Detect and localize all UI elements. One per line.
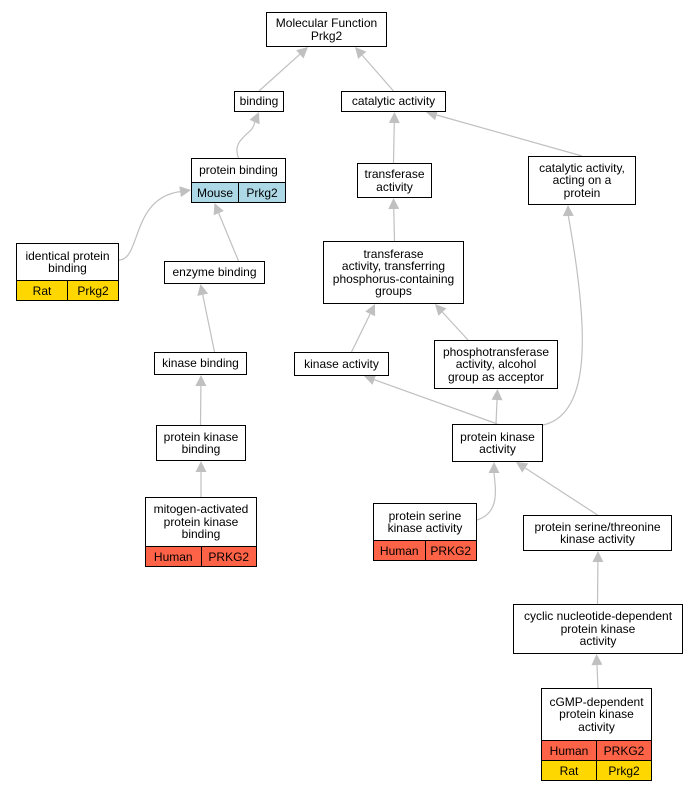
term-label: cyclic nucleotide-dependent protein kina… <box>523 609 673 649</box>
edge-arrowhead <box>213 203 224 216</box>
term-label: Molecular Function Prkg2 <box>275 16 378 43</box>
term-node-catalytic[interactable]: catalytic activity <box>341 91 446 112</box>
term-label: mitogen-activated protein kinase binding <box>153 502 249 542</box>
edge-arrowhead <box>195 375 207 387</box>
edge-arrowhead <box>249 112 260 125</box>
term-node-mapk-binding[interactable]: mitogen-activated protein kinase binding… <box>145 497 257 567</box>
term-node-binding[interactable]: binding <box>234 91 284 112</box>
term-label: cGMP-dependent protein kinase activity <box>549 694 644 734</box>
edge-protein-kinase-activity-to-kinase-activity <box>374 379 498 425</box>
edge-arrowhead <box>355 47 367 59</box>
edge-catalytic-to-root <box>361 54 394 92</box>
term-node-protein-kinase-activity[interactable]: protein kinase activity <box>452 424 543 462</box>
annotation-row-rat: Rat Prkg2 <box>17 280 118 300</box>
annotation-row-human: Human PRKG2 <box>374 540 476 560</box>
gene-label: Prkg2 <box>238 183 285 202</box>
term-label: enzyme binding <box>172 265 257 280</box>
edge-kinase-binding-to-enzyme-binding <box>202 294 216 353</box>
edge-enzyme-binding-to-protein-binding <box>218 212 240 262</box>
edge-arrowhead <box>562 205 574 217</box>
term-label: kinase binding <box>162 356 239 371</box>
gene-label: PRKG2 <box>200 547 257 566</box>
annotation-row-human: Human PRKG2 <box>146 546 256 566</box>
edge-arrowhead <box>365 304 376 317</box>
term-label: protein serine/threonine kinase activity <box>534 519 661 546</box>
term-label: catalytic activity, acting on a protein <box>539 160 625 200</box>
term-label: protein kinase activity <box>460 429 535 456</box>
edge-transferase-phos-to-transferase <box>393 208 396 242</box>
term-node-ser-thr-kinase[interactable]: protein serine/threonine kinase activity <box>523 515 672 551</box>
term-label: transferase activity <box>364 167 425 194</box>
edge-arrowhead <box>179 186 191 198</box>
species-label: Human <box>549 743 589 758</box>
term-label: identical protein binding <box>25 248 110 275</box>
edge-arrowhead <box>195 461 207 472</box>
edge-catalytic-protein-to-catalytic <box>436 114 583 157</box>
term-node-phosphotransferase[interactable]: phosphotransferase activity, alcohol gro… <box>434 340 558 389</box>
term-node-transferase[interactable]: transferase activity <box>357 163 432 198</box>
term-node-transferase-phos[interactable]: transferase activity, transferring phosp… <box>323 241 464 304</box>
term-node-protein-kinase-binding[interactable]: protein kinase binding <box>156 425 246 461</box>
edge-arrowhead <box>364 374 377 385</box>
gene-label: PRKG2 <box>596 741 651 760</box>
edge-protein-binding-to-binding <box>236 121 256 159</box>
edge-identical-to-protein-binding <box>118 191 181 261</box>
edge-cgmp-to-cyclic-nuc <box>596 664 599 689</box>
edge-serine-kinase-to-protein-kinase-activity <box>476 472 496 521</box>
edge-arrowhead <box>388 112 400 124</box>
edge-phosphotransferase-to-transferase-phos <box>441 311 469 341</box>
edge-arrowhead <box>426 109 439 121</box>
term-label: phosphotransferase activity, alcohol gro… <box>442 344 550 384</box>
term-node-enzyme-binding[interactable]: enzyme binding <box>164 261 265 284</box>
edge-arrowhead <box>592 551 604 563</box>
term-label: transferase activity, transferring phosp… <box>332 246 455 298</box>
edge-arrowhead <box>591 654 603 666</box>
edge-arrowhead <box>491 389 503 401</box>
term-node-cyclic-nuc[interactable]: cyclic nucleotide-dependent protein kina… <box>513 604 683 654</box>
term-label: protein serine kinase activity <box>387 508 463 535</box>
edge-protein-kinase-activity-to-phosphotransferase <box>495 399 498 425</box>
species-label: Human <box>153 549 193 564</box>
edge-arrowhead <box>296 47 308 59</box>
term-label: kinase activity <box>304 356 379 371</box>
edge-kinase-activity-to-transferase-phos <box>350 313 371 353</box>
term-label: catalytic activity <box>351 94 436 109</box>
edge-arrowhead <box>388 198 400 210</box>
gene-label: Prkg2 <box>596 761 651 780</box>
annotation-row-mouse: Mouse Prkg2 <box>192 182 285 202</box>
annotation-row-rat: Rat Prkg2 <box>542 760 651 780</box>
edge-arrowhead <box>516 462 529 473</box>
term-label: protein kinase binding <box>163 429 239 456</box>
edge-arrowhead <box>435 304 447 316</box>
term-node-kinase-activity[interactable]: kinase activity <box>294 352 389 376</box>
species-label: Human <box>379 543 419 558</box>
edge-transferase-to-catalytic <box>392 122 395 164</box>
edge-ser-thr-kinase-to-protein-kinase-activity <box>524 467 598 516</box>
term-node-kinase-binding[interactable]: kinase binding <box>154 352 247 375</box>
annotation-row-human: Human PRKG2 <box>542 740 651 760</box>
edge-arrowhead <box>488 462 500 473</box>
species-label: Rat <box>559 763 579 778</box>
gene-label: PRKG2 <box>424 541 477 560</box>
edge-arrowhead <box>197 284 209 296</box>
gene-label: Prkg2 <box>67 281 118 300</box>
term-label: protein binding <box>199 163 278 178</box>
term-node-root[interactable]: Molecular Function Prkg2 <box>266 12 387 47</box>
term-label: binding <box>239 94 279 109</box>
edge-protein-kinase-activity-to-catalytic-protein <box>542 215 583 426</box>
species-label: Mouse <box>196 185 234 200</box>
term-node-catalytic-protein[interactable]: catalytic activity, acting on a protein <box>528 156 636 205</box>
species-label: Rat <box>32 283 52 298</box>
edge-binding-to-root <box>258 53 301 92</box>
